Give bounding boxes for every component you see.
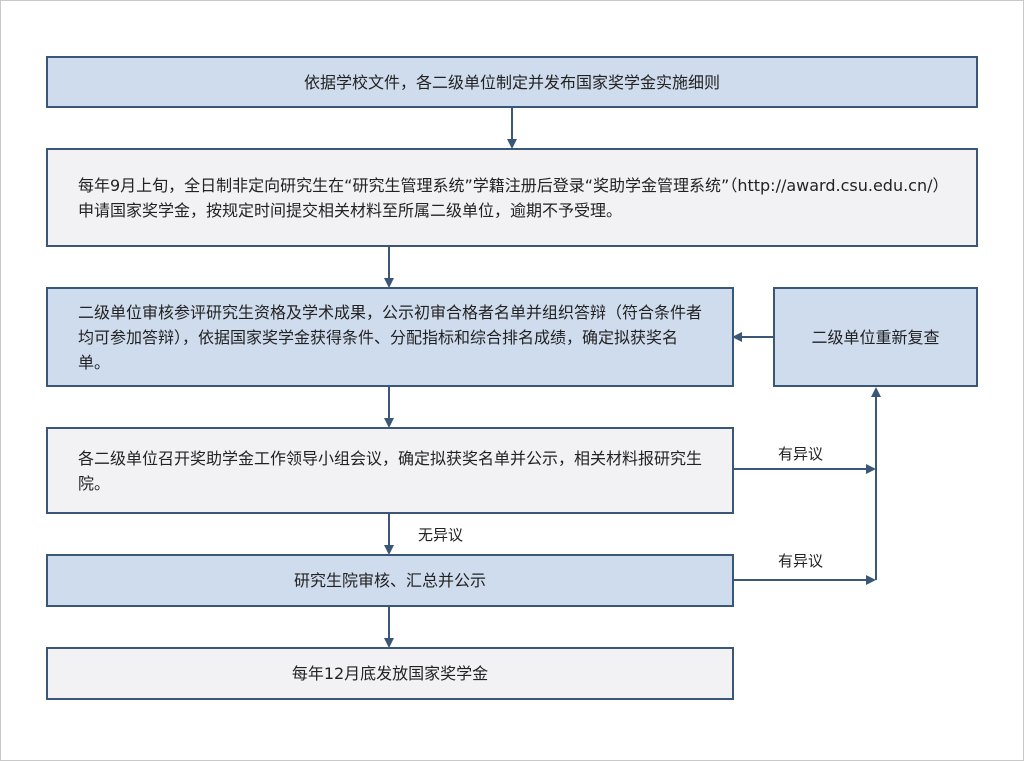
step6-text: 每年12月底发放国家奖学金 <box>291 664 489 683</box>
step1-box: 依据学校文件，各二级单位制定并发布国家奖学金实施细则 <box>46 56 978 108</box>
review-text: 二级单位重新复查 <box>811 327 940 347</box>
step2-box: 每年9月上旬，全日制非定向研究生在“研究生管理系统”学籍注册后登录“奖助学金管理… <box>46 148 978 247</box>
step2-text: 每年9月上旬，全日制非定向研究生在“研究生管理系统”学籍注册后登录“奖助学金管理… <box>78 175 941 220</box>
step3-text: 二级单位审核参评研究生资格及学术成果，公示初审合格者名单并组织答辩（符合条件者均… <box>78 302 703 372</box>
no-objection-label: 无异议 <box>418 526 464 544</box>
step1-text: 依据学校文件，各二级单位制定并发布国家奖学金实施细则 <box>303 72 720 92</box>
step6-box: 每年12月底发放国家奖学金 <box>46 647 734 700</box>
step4-text: 各二级单位召开奖助学金工作领导小组会议，确定拟获奖名单并公示，相关材料报研究生院… <box>78 448 703 493</box>
step5-box: 研究生院审核、汇总并公示 <box>46 554 734 607</box>
review-box: 二级单位重新复查 <box>773 287 978 387</box>
objection-label-step5: 有异议 <box>778 552 824 570</box>
objection-label-step4: 有异议 <box>778 445 824 463</box>
step4-box: 各二级单位召开奖助学金工作领导小组会议，确定拟获奖名单并公示，相关材料报研究生院… <box>46 427 734 514</box>
step3-box: 二级单位审核参评研究生资格及学术成果，公示初审合格者名单并组织答辩（符合条件者均… <box>46 287 734 387</box>
step5-text: 研究生院审核、汇总并公示 <box>293 571 486 590</box>
